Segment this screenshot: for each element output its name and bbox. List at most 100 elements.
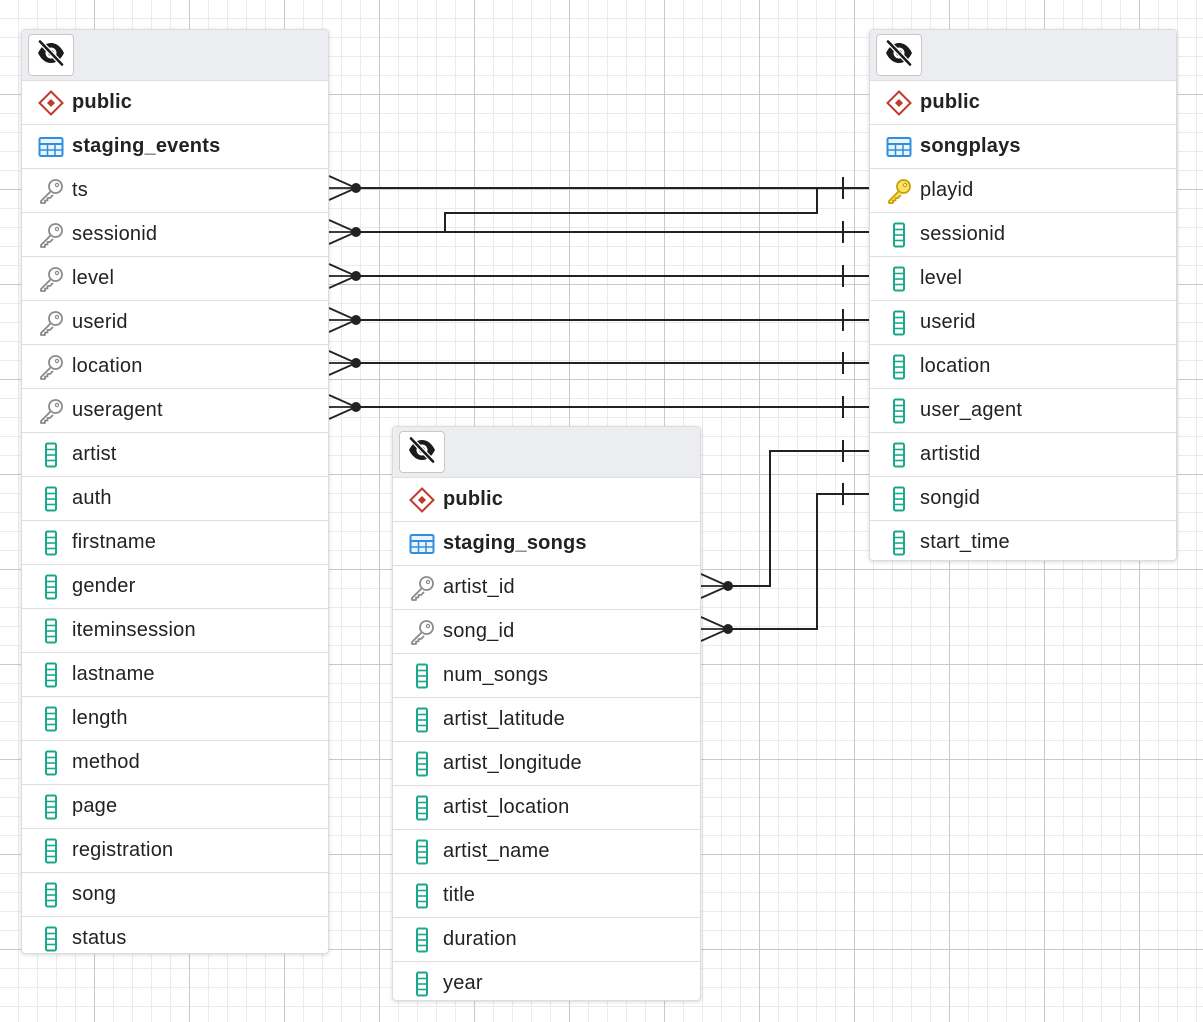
link-line-artist-id [728,450,869,587]
link-line-song-id [728,493,869,630]
column-name: auth [72,487,112,509]
column-row-gender[interactable]: gender [22,564,328,608]
column-row-year[interactable]: year [393,961,700,1005]
column-row-iteminsession[interactable]: iteminsession [22,608,328,652]
table-name-row[interactable]: staging_songs [393,521,700,565]
column-row-title[interactable]: title [393,873,700,917]
column-row-song-id[interactable]: song_id [393,609,700,653]
column-row-level[interactable]: level [22,256,328,300]
column-row-location[interactable]: location [22,344,328,388]
column-row-song[interactable]: song [22,872,328,916]
column-row-userid[interactable]: userid [870,300,1176,344]
table-grid-icon [885,134,912,160]
toggle-visibility-button[interactable] [28,34,74,76]
column-icon [885,310,912,336]
column-icon [37,618,64,644]
column-row-auth[interactable]: auth [22,476,328,520]
column-row-registration[interactable]: registration [22,828,328,872]
column-row-duration[interactable]: duration [393,917,700,961]
column-icon [408,883,435,909]
column-icon [408,707,435,733]
column-icon [37,882,64,908]
column-row-lastname[interactable]: lastname [22,652,328,696]
column-icon [885,398,912,424]
column-name: userid [920,311,976,333]
column-name: start_time [920,531,1010,553]
column-row-artist-longitude[interactable]: artist_longitude [393,741,700,785]
table-node-songplays[interactable]: public songplays playid sessionid level use… [869,29,1177,561]
toggle-visibility-button[interactable] [399,431,445,473]
table-name-row[interactable]: staging_events [22,124,328,168]
column-icon [885,486,912,512]
column-name: artist_id [443,576,515,598]
column-row-method[interactable]: method [22,740,328,784]
column-row-artistid[interactable]: artistid [870,432,1176,476]
column-row-artist-name[interactable]: artist_name [393,829,700,873]
table-name-row[interactable]: songplays [870,124,1176,168]
column-row-location[interactable]: location [870,344,1176,388]
column-row-sessionid[interactable]: sessionid [870,212,1176,256]
column-row-artist[interactable]: artist [22,432,328,476]
schema-row[interactable]: public [393,477,700,521]
column-name: artist_name [443,840,550,862]
key-icon [37,398,64,424]
key-icon [37,222,64,248]
column-name: sessionid [920,223,1006,245]
column-icon [37,442,64,468]
table-node-header [22,30,328,80]
column-row-page[interactable]: page [22,784,328,828]
column-name: registration [72,839,174,861]
table-name: songplays [920,135,1021,157]
column-name: useragent [72,399,163,421]
column-icon [408,927,435,953]
toggle-visibility-button[interactable] [876,34,922,76]
column-row-userid[interactable]: userid [22,300,328,344]
column-row-songid[interactable]: songid [870,476,1176,520]
schema-row[interactable]: public [22,80,328,124]
column-row-artist-id[interactable]: artist_id [393,565,700,609]
link-line-sessionid-playid [356,187,869,233]
column-icon [885,442,912,468]
column-row-useragent[interactable]: useragent [22,388,328,432]
column-name: artist_location [443,796,570,818]
column-icon [37,750,64,776]
column-row-artist-location[interactable]: artist_location [393,785,700,829]
column-name: year [443,972,483,994]
column-row-num-songs[interactable]: num_songs [393,653,700,697]
column-row-firstname[interactable]: firstname [22,520,328,564]
column-icon [408,971,435,997]
column-name: songid [920,487,981,509]
column-row-length[interactable]: length [22,696,328,740]
column-row-artist-latitude[interactable]: artist_latitude [393,697,700,741]
column-row-status[interactable]: status [22,916,328,960]
column-name: method [72,751,140,773]
key-icon [37,266,64,292]
column-row-start-time[interactable]: start_time [870,520,1176,564]
column-row-sessionid[interactable]: sessionid [22,212,328,256]
schema-row[interactable]: public [870,80,1176,124]
column-name: artist_latitude [443,708,565,730]
column-row-playid[interactable]: playid [870,168,1176,212]
column-icon [408,839,435,865]
column-icon [408,751,435,777]
column-name: artist [72,443,117,465]
table-node-header [870,30,1176,80]
column-icon [885,354,912,380]
schema-diamond-icon [37,89,64,116]
column-name: location [72,355,143,377]
key-icon [37,178,64,204]
column-row-ts[interactable]: ts [22,168,328,212]
schema-diamond-icon [885,89,912,116]
column-row-level[interactable]: level [870,256,1176,300]
column-row-user-agent[interactable]: user_agent [870,388,1176,432]
column-name: ts [72,179,88,201]
column-icon [37,794,64,820]
column-name: iteminsession [72,619,196,641]
column-name: lastname [72,663,155,685]
column-name: location [920,355,991,377]
column-name: level [920,267,963,289]
column-icon [37,574,64,600]
table-grid-icon [37,134,64,160]
